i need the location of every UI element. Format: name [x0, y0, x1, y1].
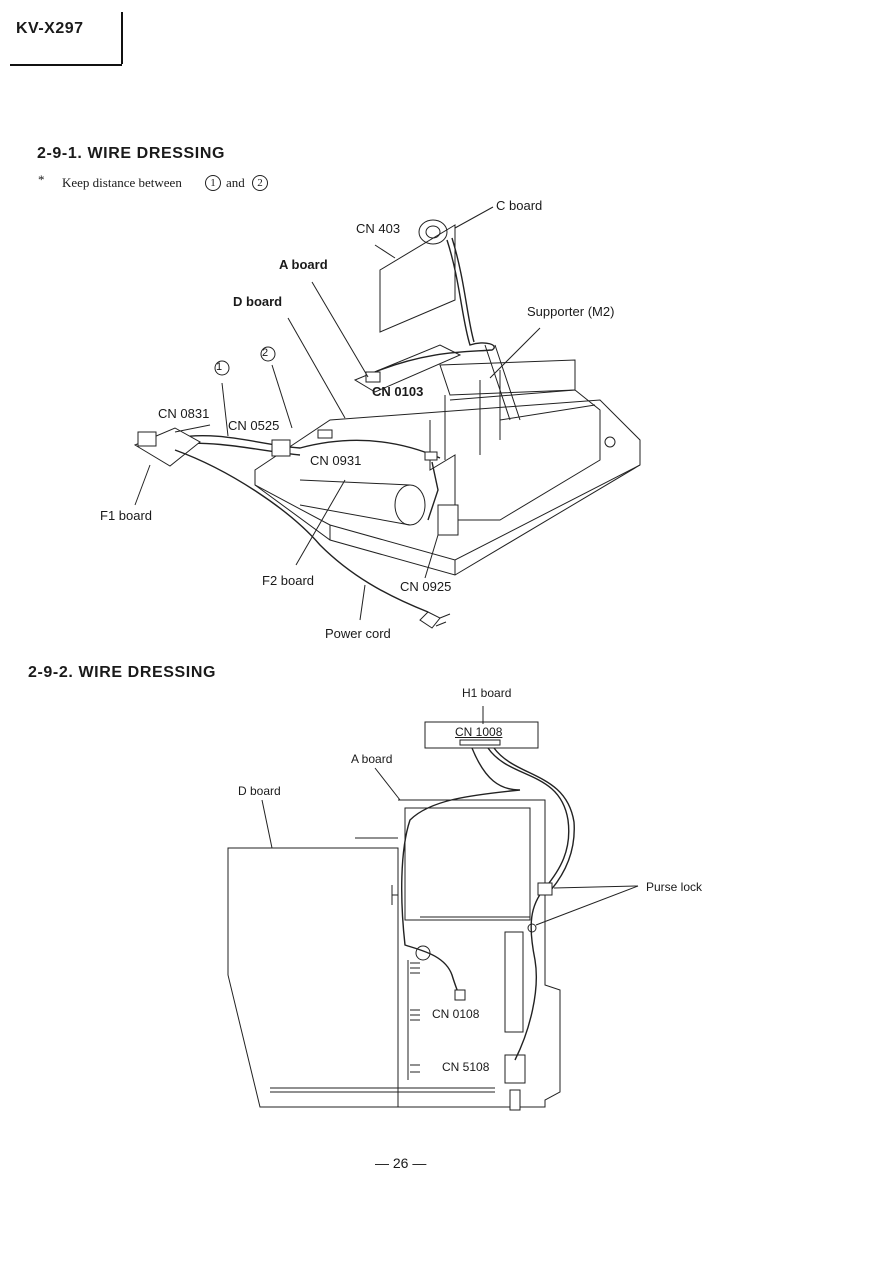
header-rule-horizontal — [10, 64, 122, 66]
label-cn0108: CN 0108 — [432, 1007, 480, 1021]
label-a-board: A board — [279, 257, 328, 272]
label-supporter: Supporter (M2) — [527, 304, 615, 319]
note-marker-1: 1 — [205, 175, 221, 191]
label-cn403: CN 403 — [356, 221, 401, 236]
note-and: and — [226, 175, 245, 190]
label-cn1008: CN 1008 — [455, 725, 503, 739]
label-cn0103: CN 0103 — [372, 384, 424, 399]
label-cn0931: CN 0931 — [310, 453, 362, 468]
marker-1: 1 — [216, 361, 223, 373]
label-cn5108: CN 5108 — [442, 1060, 490, 1074]
label-d-board: D board — [233, 294, 283, 309]
model-number: KV-X297 — [16, 20, 84, 37]
figure-1-line-art — [133, 206, 641, 629]
header-rule-vertical — [121, 12, 123, 64]
label-cn0525: CN 0525 — [228, 418, 280, 433]
label-f2-board: F2 board — [262, 573, 315, 588]
page-number: — 26 — — [375, 1155, 427, 1171]
marker-2: 2 — [262, 347, 269, 359]
label-d-board-2: D board — [238, 784, 281, 798]
section-1-title: 2-9-1. WIRE DRESSING — [37, 145, 226, 162]
label-a-board-2: A board — [351, 752, 393, 766]
note-marker-2: 2 — [252, 175, 268, 191]
note-text: Keep distance between — [62, 175, 182, 190]
label-h1-board: H1 board — [462, 686, 512, 700]
label-f1-board: F1 board — [100, 508, 153, 523]
label-c-board: C board — [496, 198, 543, 213]
label-power-cord: Power cord — [325, 626, 391, 641]
label-purse-lock: Purse lock — [646, 880, 703, 894]
section-2-title: 2-9-2. WIRE DRESSING — [28, 664, 217, 681]
label-cn0925: CN 0925 — [400, 579, 452, 594]
figure-2-line-art — [227, 706, 639, 1111]
note-asterisk: * — [38, 172, 45, 187]
label-cn0831: CN 0831 — [158, 406, 210, 421]
